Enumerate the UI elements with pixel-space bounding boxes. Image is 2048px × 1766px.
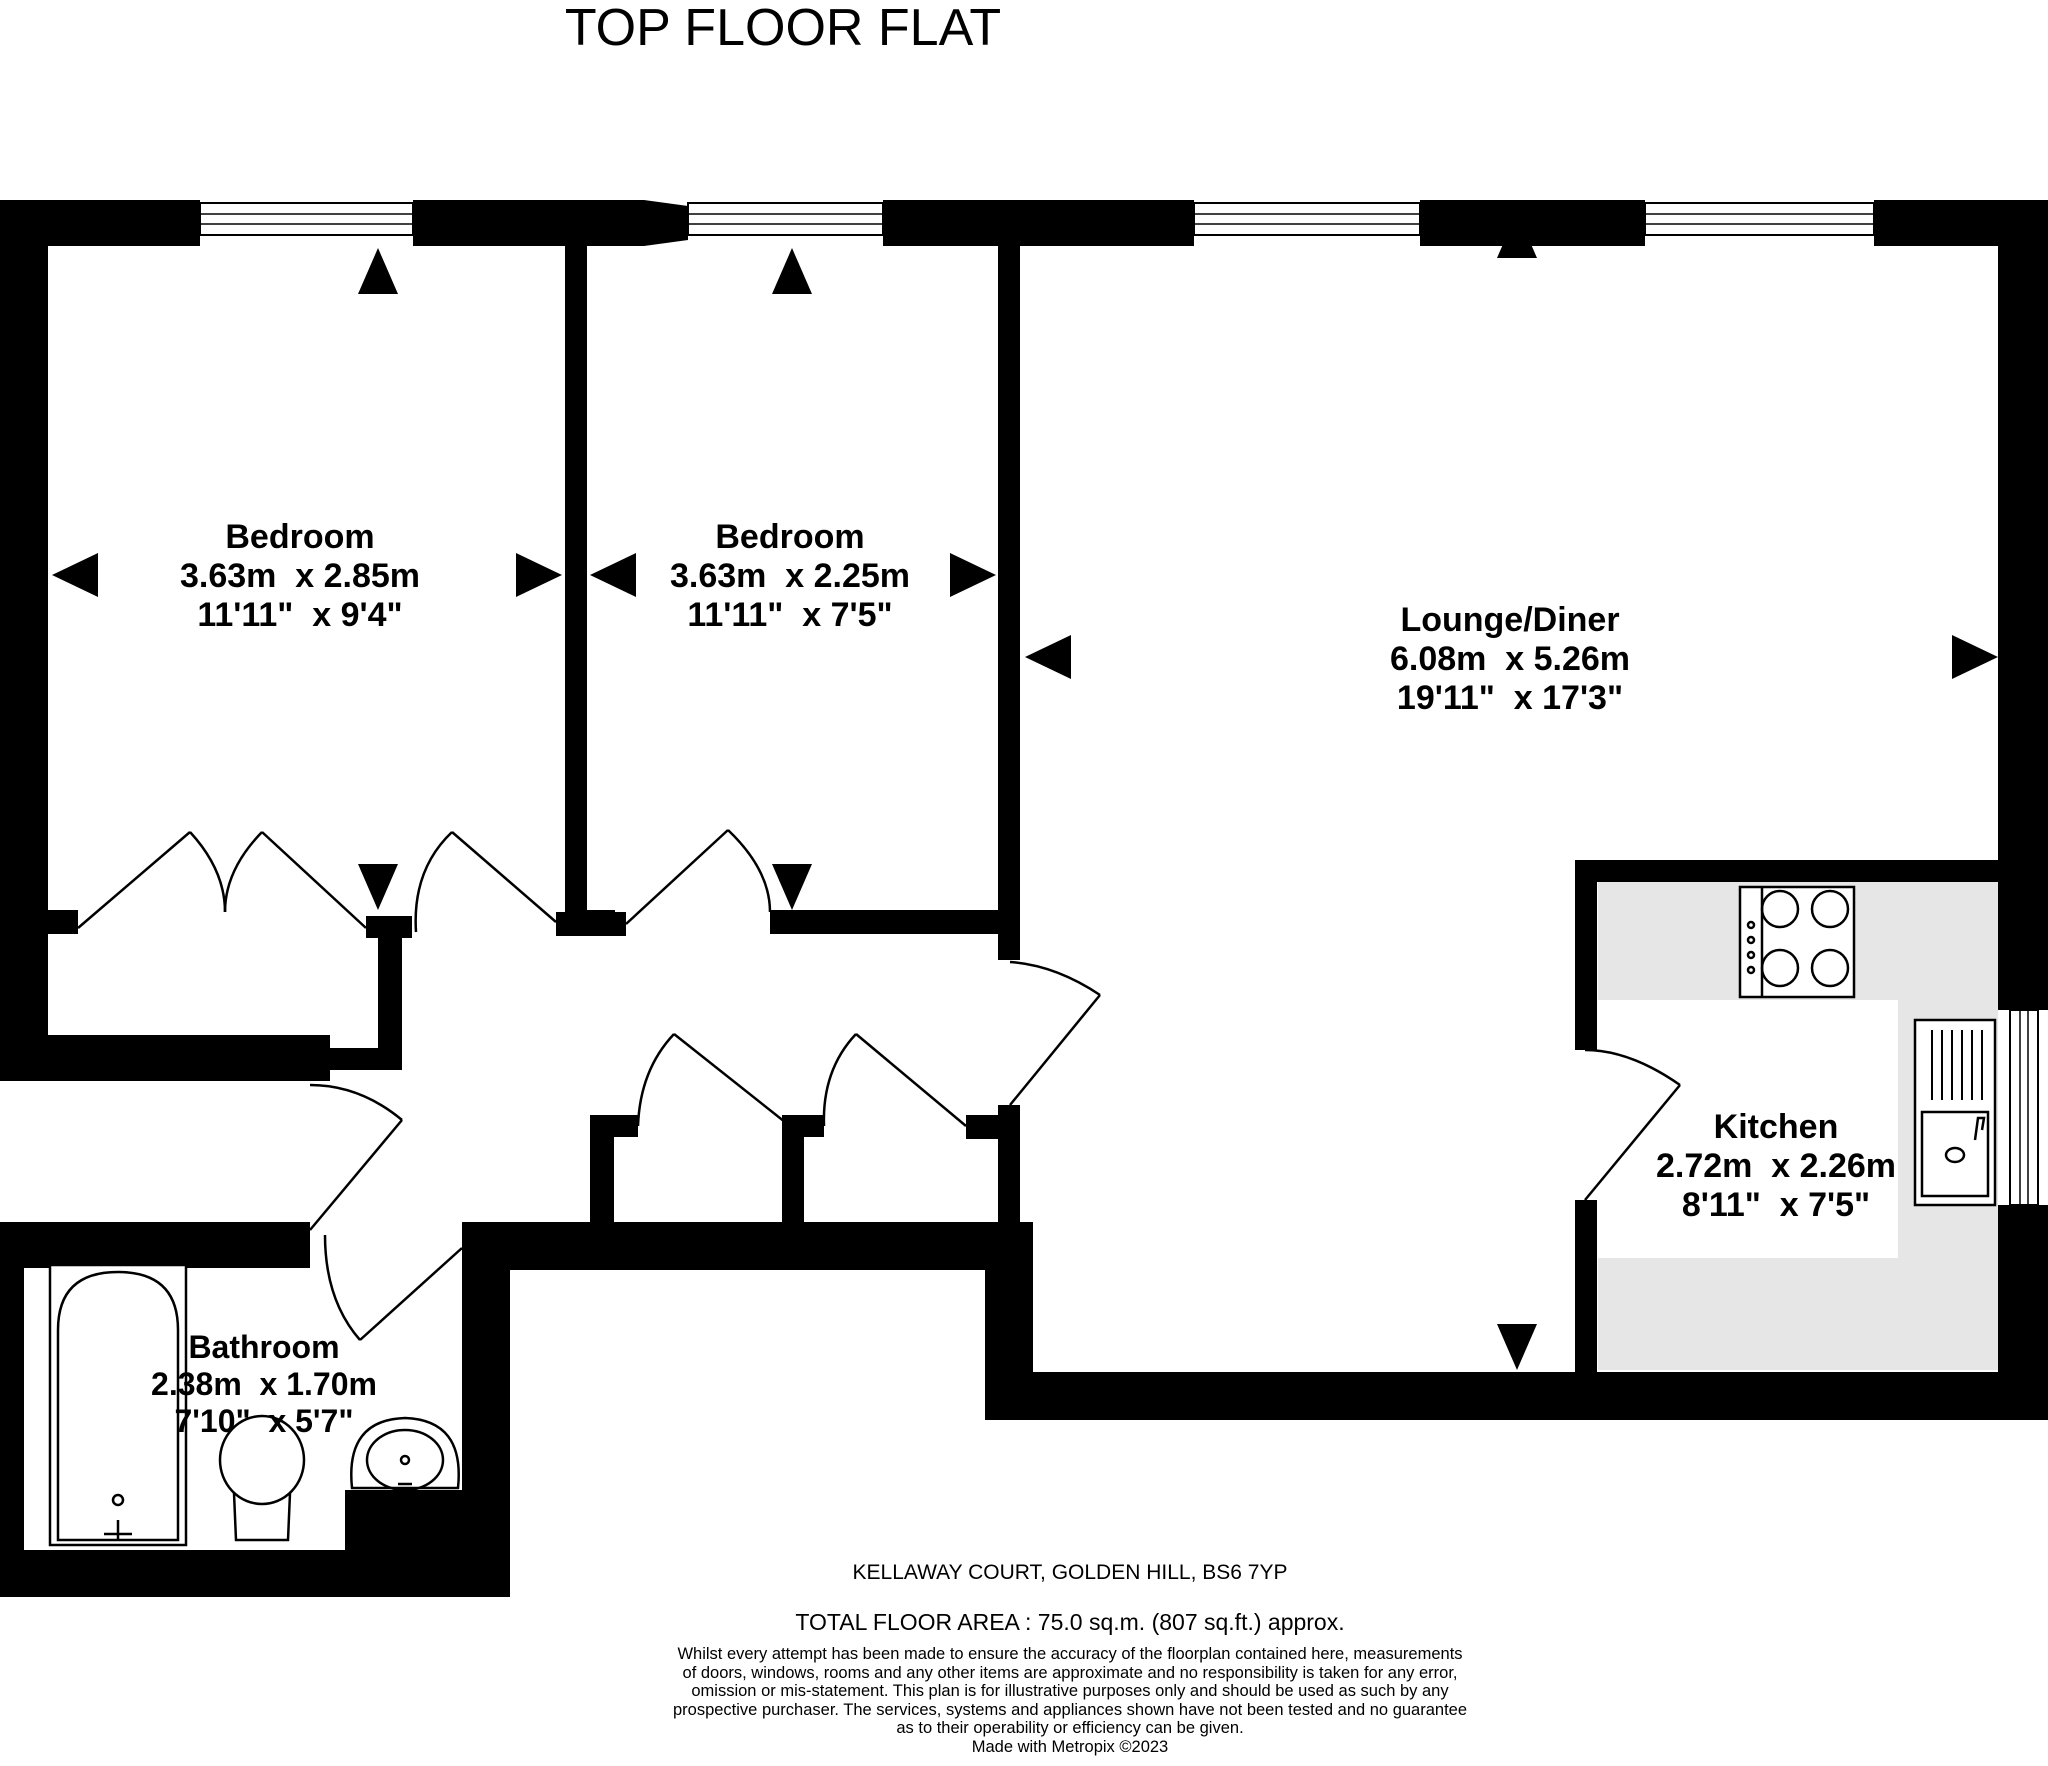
kitchen-sink-icon xyxy=(1913,1018,1997,1207)
room-name: Bedroom xyxy=(715,518,865,556)
hob-icon xyxy=(1738,885,1856,999)
disclaimer-line: as to their operability or efficiency ca… xyxy=(896,1719,1244,1737)
basin-icon xyxy=(350,1416,460,1492)
room-metric: 3.63m x 2.85m xyxy=(179,557,421,595)
room-name: Kitchen xyxy=(1713,1108,1839,1146)
window-glazing xyxy=(200,213,2029,1205)
doors xyxy=(77,829,1681,1341)
kitchen-worktop-clear xyxy=(1598,1000,1898,1258)
disclaimer-line: prospective purchaser. The services, sys… xyxy=(672,1700,1468,1719)
windows xyxy=(199,202,2039,1206)
room-name: Lounge/Diner xyxy=(1400,601,1620,639)
room-imperial: 11'11" x 9'4" xyxy=(197,596,403,634)
disclaimer-line: of doors, windows, rooms and any other i… xyxy=(682,1663,1458,1682)
room-metric: 2.38m x 1.70m xyxy=(151,1366,377,1402)
room-imperial: 7'10" x 5'7" xyxy=(174,1403,354,1439)
disclaimer-line: omission or mis-statement. This plan is … xyxy=(691,1682,1449,1700)
room-label-bedroom-1: Bedroom 3.63m x 2.85m 11'11" x 9'4" xyxy=(150,518,450,635)
total-floor-area: TOTAL FLOOR AREA : 75.0 sq.m. (807 sq.ft… xyxy=(795,1609,1345,1635)
room-name: Bathroom xyxy=(188,1329,340,1365)
room-label-bathroom: Bathroom 2.38m x 1.70m 7'10" x 5'7" xyxy=(114,1329,414,1440)
room-imperial: 19'11" x 17'3" xyxy=(1396,679,1624,717)
room-name: Bedroom xyxy=(225,518,375,556)
room-metric: 2.72m x 2.26m xyxy=(1655,1147,1897,1185)
property-address: KELLAWAY COURT, GOLDEN HILL, BS6 7YP xyxy=(852,1561,1288,1584)
room-label-lounge-diner: Lounge/Diner 6.08m x 5.26m 19'11" x 17'3… xyxy=(1360,601,1660,718)
walls xyxy=(0,200,2048,1597)
credit: Made with Metropix ©2023 xyxy=(971,1737,1169,1756)
room-imperial: 8'11" x 7'5" xyxy=(1681,1186,1871,1224)
room-metric: 6.08m x 5.26m xyxy=(1389,640,1631,678)
window-frames xyxy=(158,200,1916,246)
disclaimer: Whilst every attempt has been made to en… xyxy=(500,1645,1640,1756)
page-title: TOP FLOOR FLAT xyxy=(564,0,1002,57)
room-label-bedroom-2: Bedroom 3.63m x 2.25m 11'11" x 7'5" xyxy=(640,518,940,635)
room-metric: 3.63m x 2.25m xyxy=(669,557,911,595)
dimension-arrows xyxy=(52,212,1998,1370)
room-imperial: 11'11" x 7'5" xyxy=(687,596,893,634)
room-label-kitchen: Kitchen 2.72m x 2.26m 8'11" x 7'5" xyxy=(1626,1108,1926,1225)
bath-icon xyxy=(48,1263,188,1547)
disclaimer-line: Whilst every attempt has been made to en… xyxy=(677,1645,1463,1663)
toilet-icon xyxy=(218,1414,306,1542)
